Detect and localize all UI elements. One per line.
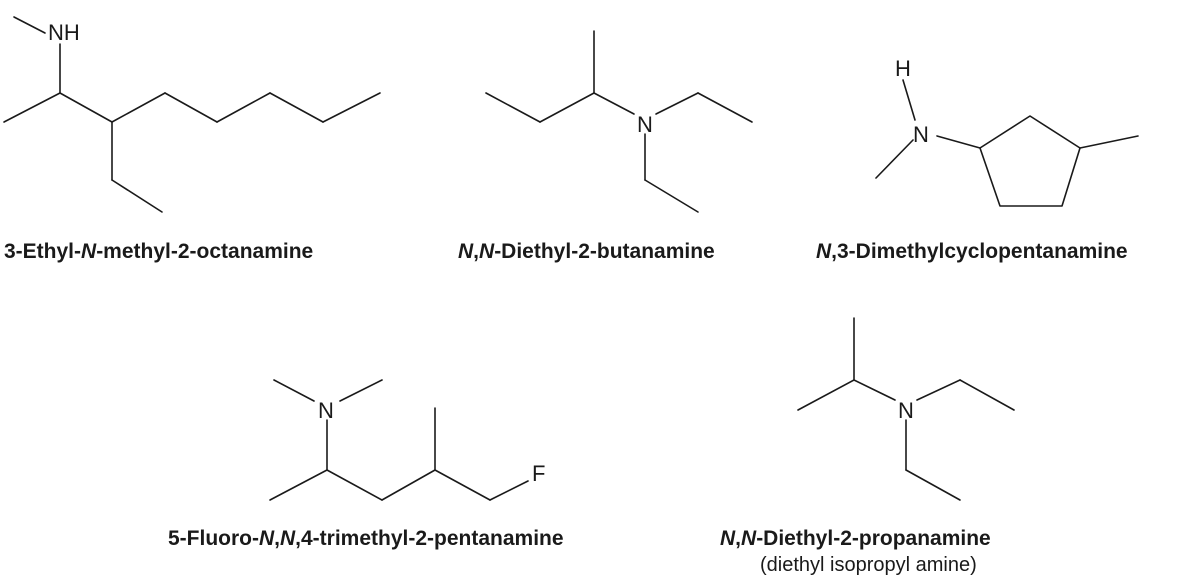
bond [902,79,916,121]
bond [59,92,113,123]
bond [269,92,324,123]
skeletal-structure [3,16,381,213]
bond [13,16,46,34]
compound-name: N,N-Diethyl-2-butanamine [458,240,715,263]
molecule-3-ethyl-n-methyl-2-octanamine: NH 3-Ethyl-N-methyl-2-octanamine [3,16,381,263]
bond [273,379,315,402]
compound-name: N,3-Dimethylcyclopentanamine [816,240,1128,263]
bond [326,469,383,501]
bond [797,379,855,411]
bond [853,379,896,401]
bond [916,379,961,401]
bond [959,379,1015,411]
bond [3,92,61,123]
molecule-n-n-diethyl-2-butanamine: N N,N-Diethyl-2-butanamine [458,30,753,263]
molecule-5-fluoro-n-n-4-trimethyl-2-pentanamine: N F 5-Fluoro-N,N,4-trimethyl-2-pentanami… [168,379,564,550]
atom-label-n: N [898,398,914,423]
bond [655,92,699,115]
bond [111,179,163,213]
bond [381,469,436,501]
bond [164,92,218,123]
cyclopentane-ring [979,115,1081,207]
bond [485,92,541,123]
bond [875,139,914,179]
bond [1079,135,1139,149]
compound-name: N,N-Diethyl-2-propanamine [720,527,991,550]
bond [936,135,981,149]
atom-label-n: N [913,122,929,147]
bond [216,92,271,123]
bond [269,469,328,501]
bond [697,92,753,123]
molecule-n-n-diethyl-2-propanamine: N N,N-Diethyl-2-propanamine (diethyl iso… [720,317,1015,576]
bond [322,92,381,123]
skeletal-structure [269,379,529,501]
atom-label-n: N [318,398,334,423]
atom-label-h: H [895,56,911,81]
bond [434,469,491,501]
bond [593,92,635,115]
bond [111,92,166,123]
compound-common-name: (diethyl isopropyl amine) [760,554,977,576]
bond [489,480,529,501]
skeletal-structure [797,317,1015,501]
bond [539,92,595,123]
skeletal-structure [485,30,753,213]
compound-name: 5-Fluoro-N,N,4-trimethyl-2-pentanamine [168,527,564,550]
compound-name: 3-Ethyl-N-methyl-2-octanamine [4,240,313,263]
atom-label-f: F [532,461,545,486]
atom-label-n: N [637,112,653,137]
bond [339,379,383,402]
atom-label-nh: NH [48,20,80,45]
molecule-n-3-dimethylcyclopentanamine: H N N,3-Dimethylcyclopentanamine [816,56,1139,263]
bond [644,179,699,213]
skeletal-structure [875,79,1139,207]
bond [905,469,961,501]
